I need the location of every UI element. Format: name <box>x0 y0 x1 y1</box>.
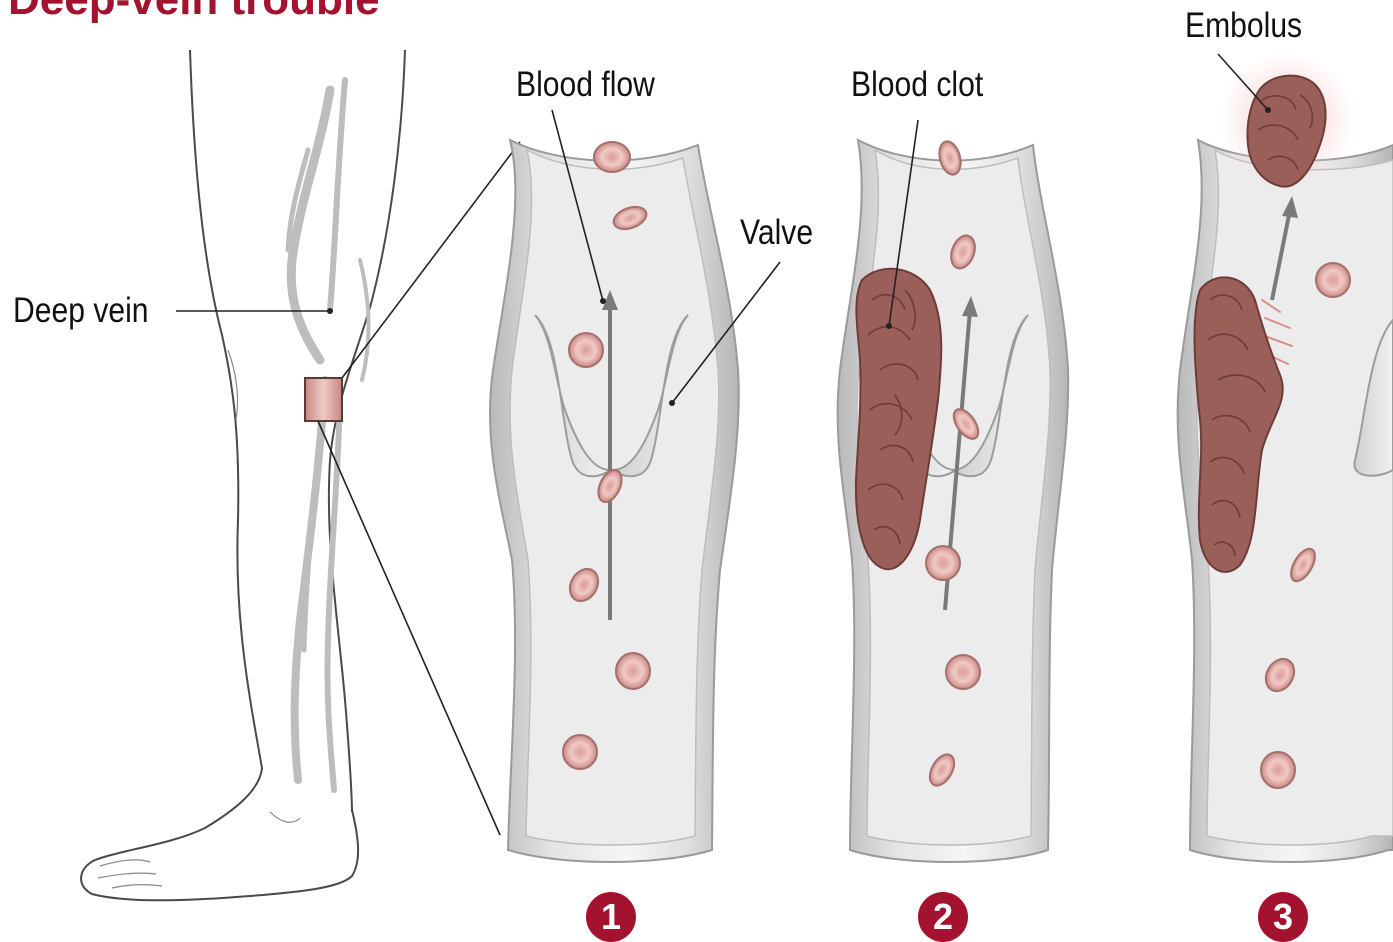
step-badge-3: 3 <box>1258 892 1308 942</box>
leg-illustration <box>81 50 405 900</box>
vein-3-embolus <box>1219 52 1355 188</box>
blood-cell <box>946 655 980 689</box>
leg-veins <box>288 80 369 790</box>
label-deep-vein: Deep vein <box>13 293 149 328</box>
leg-ankle-line <box>270 812 300 822</box>
blood-cell <box>1261 752 1295 788</box>
step-badge-2: 2 <box>918 892 968 942</box>
blood-cell <box>563 735 597 769</box>
blood-cell <box>1316 263 1350 297</box>
magnifier-box <box>305 378 342 421</box>
toe-lines <box>98 860 162 888</box>
valve-leader-dot <box>669 400 675 406</box>
blood-clot-leader-dot <box>886 323 892 329</box>
label-embolus: Embolus <box>1185 8 1302 43</box>
blood-cell <box>616 653 650 689</box>
magnifier-line-top <box>342 142 520 378</box>
leg-knee-line <box>228 350 238 420</box>
magnifier-line-bottom <box>318 421 500 835</box>
vein-panel-2 <box>838 120 1069 862</box>
blood-cell <box>926 546 960 580</box>
blood-cell <box>594 142 630 172</box>
blood-flow-leader-dot <box>600 298 606 304</box>
label-blood-flow: Blood flow <box>516 67 655 102</box>
vein-panel-3 <box>1178 52 1393 862</box>
deep-vein-leader-dot <box>327 308 333 314</box>
page-title: Deep-vein trouble <box>8 0 380 22</box>
step-badge-1: 1 <box>586 892 636 942</box>
embolus-leader-dot <box>1265 107 1271 113</box>
label-blood-clot: Blood clot <box>851 67 983 102</box>
vein-panel-1 <box>490 110 780 862</box>
blood-cell <box>569 333 603 367</box>
label-valve: Valve <box>740 215 813 250</box>
